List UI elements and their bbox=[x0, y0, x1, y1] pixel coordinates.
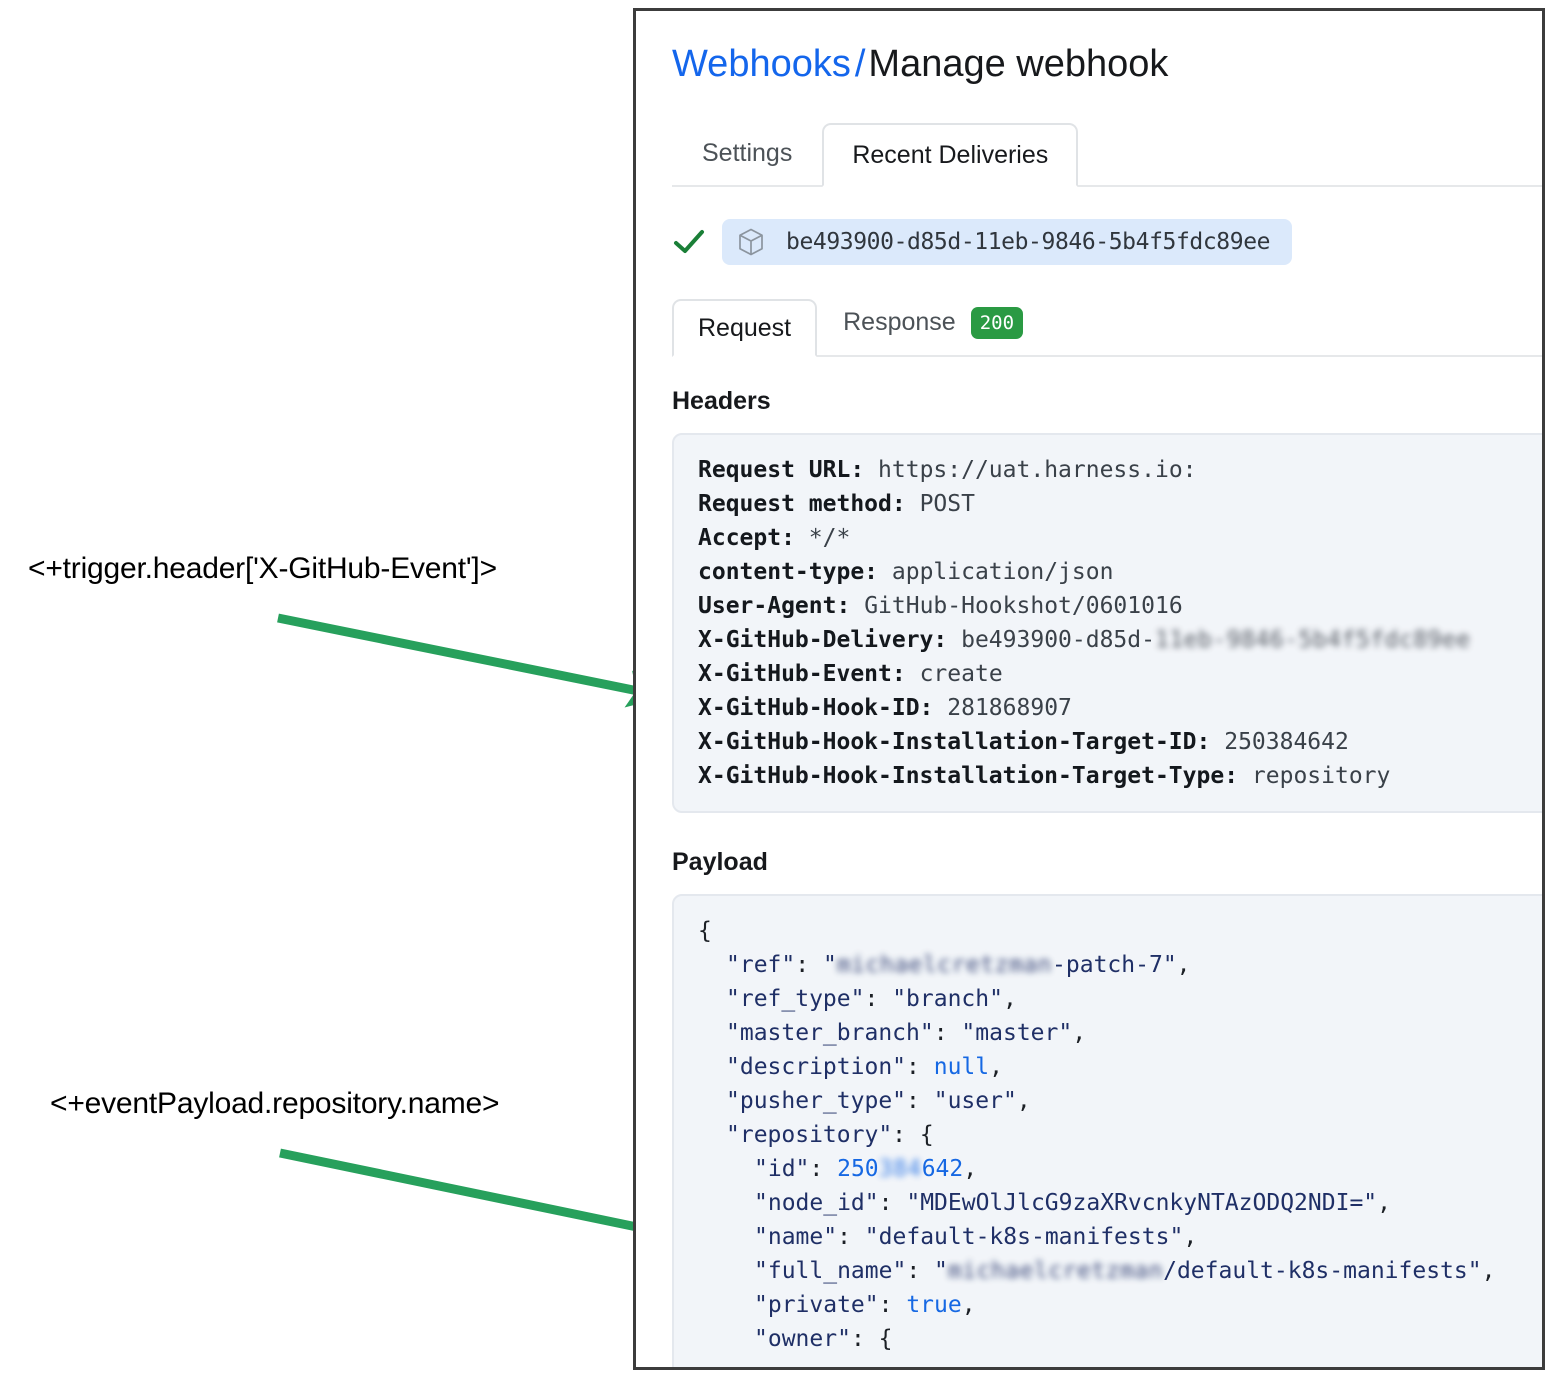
delivery-id-text: be493900-d85d-11eb-9846-5b4f5fdc89ee bbox=[786, 228, 1271, 255]
headers-code-block: Request URL: https://uat.harness.io: Req… bbox=[672, 432, 1542, 813]
header-value: 281868907 bbox=[947, 694, 1072, 721]
json-open-brace: { bbox=[698, 917, 712, 944]
json-value: default-k8s-manifests bbox=[878, 1223, 1170, 1250]
header-row-delivery: X-GitHub-Delivery: be493900-d85d-11eb-98… bbox=[698, 623, 1530, 657]
redacted-username: michaelcretzman bbox=[836, 951, 1053, 978]
json-line-name: "name": "default-k8s-manifests", bbox=[754, 1223, 1198, 1250]
breadcrumb: Webhooks/Manage webhook bbox=[672, 43, 1542, 86]
delivery-id-chip[interactable]: be493900-d85d-11eb-9846-5b4f5fdc89ee bbox=[722, 218, 1293, 265]
header-name: X-GitHub-Hook-ID: bbox=[698, 694, 934, 721]
header-row: Request method: POST bbox=[698, 487, 1530, 521]
breadcrumb-separator: / bbox=[854, 43, 866, 85]
json-value: branch bbox=[906, 985, 990, 1012]
header-value: GitHub-Hookshot/0601016 bbox=[864, 592, 1183, 619]
header-value: */* bbox=[808, 524, 851, 551]
json-value: MDEwOlJlcG9zaXRvcnkyNTAzODQ2NDI= bbox=[920, 1189, 1364, 1216]
header-name: Request method: bbox=[698, 490, 906, 517]
json-value: { bbox=[919, 1121, 934, 1148]
json-value: true bbox=[906, 1291, 962, 1318]
json-key: "description" bbox=[726, 1053, 907, 1080]
request-response-tabs: Request Response 200 bbox=[672, 290, 1542, 357]
tab-settings[interactable]: Settings bbox=[702, 138, 793, 167]
json-key: "master_branch" bbox=[726, 1019, 934, 1046]
tab-response-label: Response bbox=[843, 308, 956, 337]
header-name: content-type: bbox=[698, 558, 879, 585]
redacted-username: michaelcretzman bbox=[947, 1257, 1164, 1284]
json-value: { bbox=[878, 1325, 893, 1352]
header-name: X-GitHub-Event: bbox=[698, 660, 906, 687]
json-key: "id" bbox=[754, 1155, 810, 1182]
json-line-repository: "repository": { bbox=[726, 1121, 934, 1148]
header-value: repository bbox=[1251, 762, 1391, 789]
header-name: Request URL: bbox=[698, 456, 865, 483]
header-value: create bbox=[919, 660, 1003, 687]
json-value: /default-k8s-manifests bbox=[1163, 1257, 1468, 1284]
delivery-row[interactable]: be493900-d85d-11eb-9846-5b4f5fdc89ee bbox=[672, 217, 1542, 267]
header-value: https://uat.harness.io: bbox=[878, 456, 1197, 483]
json-line-full-name: "full_name": "michaelcretzman/default-k8… bbox=[698, 1254, 1530, 1288]
json-value-suffix: 642 bbox=[921, 1155, 964, 1182]
package-icon bbox=[739, 228, 763, 256]
annotation-label-event-payload: <+eventPayload.repository.name> bbox=[50, 1087, 500, 1120]
header-name: X-GitHub-Hook-Installation-Target-Type: bbox=[698, 762, 1239, 789]
json-value: -patch-7 bbox=[1052, 951, 1163, 978]
header-row: X-GitHub-Hook-ID: 281868907 bbox=[698, 691, 1530, 725]
header-name: Accept: bbox=[698, 524, 795, 551]
json-key: "full_name" bbox=[754, 1257, 907, 1284]
json-line-id: "id": 250384642, bbox=[698, 1152, 1530, 1186]
json-key: "pusher_type" bbox=[726, 1087, 907, 1114]
header-row: X-GitHub-Hook-Installation-Target-ID: 25… bbox=[698, 725, 1530, 759]
header-name: X-GitHub-Hook-Installation-Target-ID: bbox=[698, 728, 1211, 755]
page-title: Manage webhook bbox=[868, 43, 1169, 85]
header-value: 250384642 bbox=[1224, 728, 1349, 755]
header-value: application/json bbox=[891, 558, 1114, 585]
tab-recent-deliveries[interactable]: Recent Deliveries bbox=[822, 122, 1079, 187]
json-key: "name" bbox=[754, 1223, 838, 1250]
json-line-private: "private": true, bbox=[754, 1291, 976, 1318]
header-row: Request URL: https://uat.harness.io: bbox=[698, 453, 1530, 487]
annotation-arrow-trigger-header bbox=[277, 613, 666, 708]
json-value: user bbox=[947, 1087, 1003, 1114]
header-row: content-type: application/json bbox=[698, 555, 1530, 589]
json-key: "repository" bbox=[726, 1121, 893, 1148]
json-line-ref: "ref": "michaelcretzman-patch-7", bbox=[698, 948, 1530, 982]
header-name: X-GitHub-Delivery: bbox=[698, 626, 948, 653]
webhook-tabs: Settings Recent Deliveries bbox=[672, 113, 1542, 187]
tab-response[interactable]: Response 200 bbox=[817, 290, 1049, 355]
webhook-panel-frame: Webhooks/Manage webhook Settings Recent … bbox=[633, 8, 1545, 1370]
tab-request[interactable]: Request bbox=[672, 298, 818, 357]
panel-content: Webhooks/Manage webhook Settings Recent … bbox=[636, 11, 1542, 1367]
json-key: "private" bbox=[754, 1291, 879, 1318]
redacted-delivery-id: 11eb-9846-5b4f5fdc89ee bbox=[1154, 626, 1471, 653]
payload-section-title: Payload bbox=[672, 847, 768, 876]
header-value: be493900-d85d- bbox=[961, 626, 1155, 653]
json-key: "node_id" bbox=[754, 1189, 879, 1216]
header-name: User-Agent: bbox=[698, 592, 851, 619]
json-line-pusher-type: "pusher_type": "user", bbox=[726, 1087, 1031, 1114]
json-value: null bbox=[933, 1053, 990, 1080]
payload-code-block: { "ref": "michaelcretzman-patch-7", "ref… bbox=[672, 893, 1542, 1367]
json-line-master-branch: "master_branch": "master", bbox=[726, 1019, 1087, 1046]
json-key: "owner" bbox=[754, 1325, 851, 1352]
json-key: "ref_type" bbox=[726, 985, 865, 1012]
json-line-node-id: "node_id": "MDEwOlJlcG9zaXRvcnkyNTAzODQ2… bbox=[754, 1189, 1392, 1216]
tab-request-label: Request bbox=[698, 313, 792, 342]
json-key: "ref" bbox=[726, 951, 796, 978]
json-line-ref-type: "ref_type": "branch", bbox=[726, 985, 1017, 1012]
json-line-owner: "owner": { bbox=[754, 1325, 893, 1352]
header-row-event: X-GitHub-Event: create bbox=[698, 657, 1530, 691]
breadcrumb-link-webhooks[interactable]: Webhooks bbox=[672, 43, 851, 85]
json-value-prefix: 250 bbox=[837, 1155, 879, 1182]
redacted-id: 384 bbox=[878, 1155, 922, 1182]
header-row: Accept: */* bbox=[698, 521, 1530, 555]
header-row: X-GitHub-Hook-Installation-Target-Type: … bbox=[698, 759, 1530, 793]
header-row: User-Agent: GitHub-Hookshot/0601016 bbox=[698, 589, 1530, 623]
json-value: master bbox=[975, 1019, 1059, 1046]
status-badge: 200 bbox=[970, 306, 1024, 339]
annotation-label-trigger-header: <+trigger.header['X-GitHub-Event']> bbox=[28, 552, 497, 585]
headers-section-title: Headers bbox=[672, 386, 771, 415]
json-line-description: "description": null, bbox=[726, 1053, 1003, 1080]
check-icon bbox=[674, 229, 704, 253]
header-value: POST bbox=[919, 490, 975, 517]
